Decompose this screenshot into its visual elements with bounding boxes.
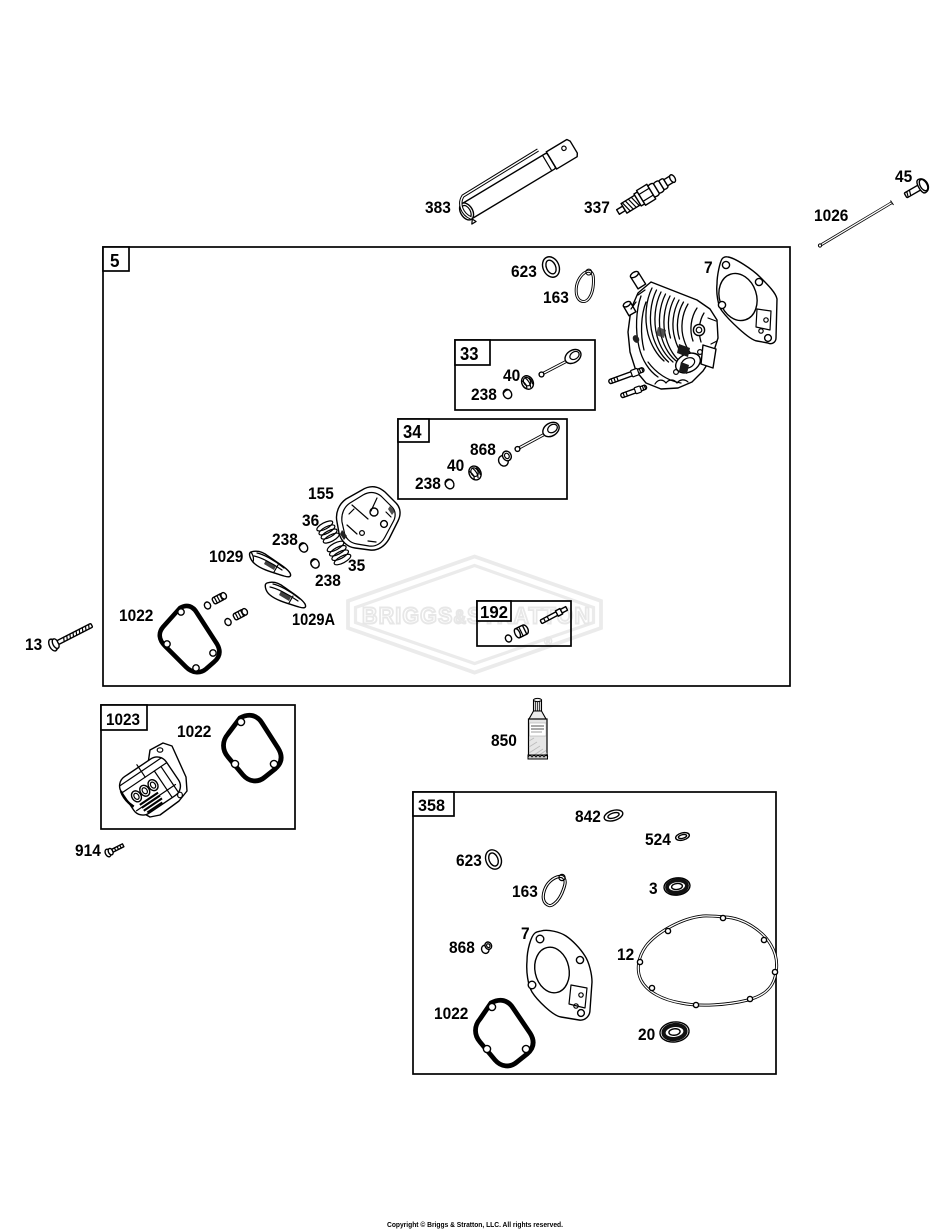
svg-text:358: 358 xyxy=(418,796,445,815)
svg-text:1022: 1022 xyxy=(119,607,153,625)
svg-text:155: 155 xyxy=(308,485,334,503)
svg-text:12: 12 xyxy=(617,946,634,964)
svg-text:623: 623 xyxy=(511,263,537,281)
svg-text:842: 842 xyxy=(575,808,601,826)
svg-text:3: 3 xyxy=(649,880,658,898)
svg-text:Copyright © Briggs & Stratton,: Copyright © Briggs & Stratton, LLC. All … xyxy=(387,1220,563,1229)
svg-text:192: 192 xyxy=(480,602,508,622)
svg-text:238: 238 xyxy=(415,475,441,493)
svg-text:1026: 1026 xyxy=(814,207,848,225)
svg-text:623: 623 xyxy=(456,852,482,870)
svg-text:5: 5 xyxy=(110,250,120,271)
svg-text:35: 35 xyxy=(348,557,365,575)
svg-text:163: 163 xyxy=(512,883,538,901)
svg-text:7: 7 xyxy=(521,925,530,943)
svg-text:1029A: 1029A xyxy=(292,611,335,629)
svg-text:1023: 1023 xyxy=(106,710,140,729)
svg-text:850: 850 xyxy=(491,732,517,750)
svg-text:1029: 1029 xyxy=(209,548,243,566)
svg-text:20: 20 xyxy=(638,1026,655,1044)
svg-text:33: 33 xyxy=(460,344,479,364)
svg-text:®: ® xyxy=(544,636,552,648)
svg-text:1022: 1022 xyxy=(434,1005,468,1023)
svg-text:238: 238 xyxy=(471,386,497,404)
svg-text:1022: 1022 xyxy=(177,723,211,741)
svg-text:45: 45 xyxy=(895,168,912,186)
svg-text:13: 13 xyxy=(25,636,42,654)
svg-text:383: 383 xyxy=(425,199,451,217)
svg-text:34: 34 xyxy=(403,422,422,442)
svg-text:868: 868 xyxy=(470,441,496,459)
svg-text:238: 238 xyxy=(315,572,341,590)
svg-text:40: 40 xyxy=(503,367,520,385)
svg-text:163: 163 xyxy=(543,289,569,307)
svg-text:7: 7 xyxy=(704,259,713,277)
svg-text:40: 40 xyxy=(447,457,464,475)
svg-text:524: 524 xyxy=(645,831,672,849)
svg-text:868: 868 xyxy=(449,939,475,957)
svg-text:337: 337 xyxy=(584,199,610,217)
svg-text:36: 36 xyxy=(302,512,319,530)
svg-text:914: 914 xyxy=(75,842,102,860)
svg-text:238: 238 xyxy=(272,531,298,549)
